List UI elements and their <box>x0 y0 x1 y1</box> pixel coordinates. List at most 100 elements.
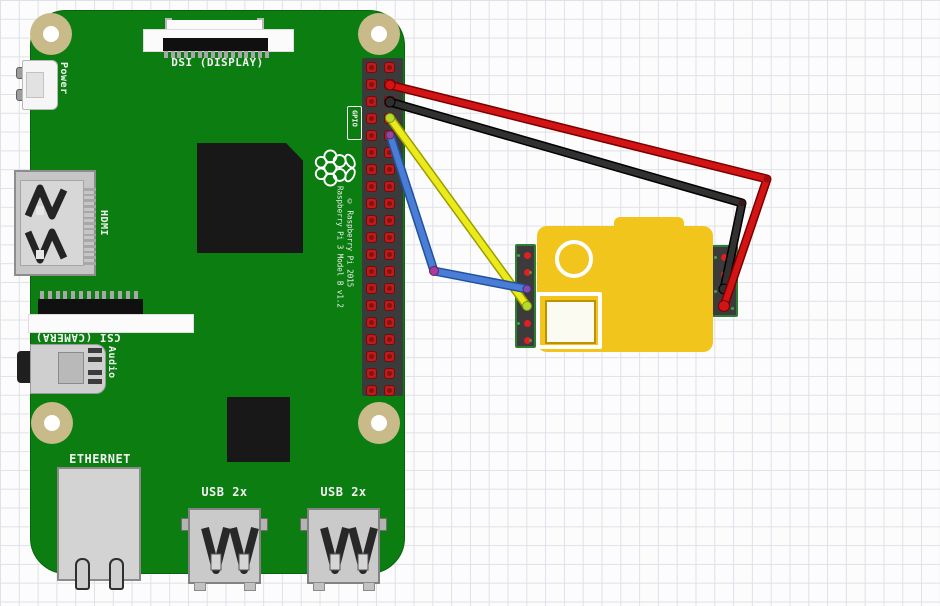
gpio-pin[interactable] <box>366 351 377 362</box>
dsi-pin <box>217 51 222 58</box>
yellow-wire[interactable] <box>385 113 532 311</box>
lan-chip <box>227 397 290 462</box>
gpio-pin[interactable] <box>366 283 377 294</box>
yellow-wire-end[interactable] <box>522 301 532 311</box>
dsi-pin-comb <box>164 51 270 58</box>
gpio-pin[interactable] <box>384 62 395 73</box>
hdmi-pin <box>84 216 96 219</box>
gpio-header[interactable] <box>362 58 403 396</box>
csi-connector-slot <box>38 299 143 316</box>
gpio-pin[interactable] <box>384 300 395 311</box>
hdmi-pin <box>84 227 96 231</box>
audio-jack-tick <box>88 370 102 375</box>
dsi-pin <box>251 51 256 58</box>
gpio-pin[interactable] <box>366 215 377 226</box>
red-wire-bend[interactable] <box>763 175 771 183</box>
gpio-pin[interactable] <box>366 147 377 158</box>
hdmi-contact-row <box>24 184 68 220</box>
gpio-pin[interactable] <box>384 385 395 396</box>
module-left-header[interactable] <box>515 244 536 348</box>
csi-pin <box>94 291 99 299</box>
module-circle-mark <box>555 240 593 278</box>
gpio-pin[interactable] <box>384 317 395 328</box>
module-pin[interactable] <box>523 336 531 344</box>
dsi-pin <box>204 51 209 58</box>
gpio-pin[interactable] <box>366 385 377 396</box>
pcb-dot <box>529 339 532 342</box>
gpio-pin[interactable] <box>384 164 395 175</box>
module-pin[interactable] <box>523 251 531 259</box>
gpio-pin[interactable] <box>384 198 395 209</box>
blue-wire-bend[interactable] <box>429 266 439 276</box>
red-wire-end[interactable] <box>718 300 730 312</box>
mounting-hole-center <box>44 415 60 431</box>
csi-pin <box>102 291 107 299</box>
gpio-pin[interactable] <box>366 317 377 328</box>
usb-foot <box>313 582 325 591</box>
gpio-pin[interactable] <box>366 300 377 311</box>
blue-wire-end[interactable] <box>522 284 532 294</box>
raspberry-pi-logo <box>314 149 356 187</box>
gpio-pin[interactable] <box>366 164 377 175</box>
red-wire[interactable] <box>384 79 772 312</box>
dsi-pin <box>197 51 202 58</box>
gpio-pin[interactable] <box>366 266 377 277</box>
hdmi-pin <box>84 233 96 237</box>
gpio-pin[interactable] <box>384 181 395 192</box>
black-wire-end[interactable] <box>384 96 396 108</box>
module-pin[interactable] <box>523 268 531 276</box>
csi-pin <box>55 291 60 299</box>
module-pin[interactable] <box>720 253 728 261</box>
red-wire-end[interactable] <box>384 79 396 91</box>
dsi-pin <box>177 51 182 58</box>
gpio-pin[interactable] <box>384 266 395 277</box>
gpio-pin[interactable] <box>384 368 395 379</box>
csi-pin <box>47 291 52 299</box>
gpio-pin[interactable] <box>366 96 377 107</box>
audio-jack-barrel <box>17 351 32 383</box>
gpio-pin[interactable] <box>366 249 377 260</box>
gpio-pin[interactable] <box>366 334 377 345</box>
usb-foot <box>194 582 206 591</box>
gpio-pin[interactable] <box>366 368 377 379</box>
hdmi-pin <box>84 256 96 259</box>
pcb-dot <box>714 290 717 293</box>
gpio-pin[interactable] <box>384 351 395 362</box>
hdmi-port-inner <box>20 180 84 266</box>
gpio-pin[interactable] <box>366 79 377 90</box>
gpio-pin[interactable] <box>384 232 395 243</box>
audio-jack-detail <box>58 352 84 384</box>
audio-jack-tick <box>88 348 102 353</box>
gpio-pin[interactable] <box>366 113 377 124</box>
dsi-pin <box>224 51 229 58</box>
gpio-pin[interactable] <box>366 198 377 209</box>
gpio-pin[interactable] <box>384 249 395 260</box>
blue-wire-end[interactable] <box>385 130 395 140</box>
csi-pin <box>133 291 138 299</box>
hdmi-pin <box>84 193 96 197</box>
black-wire[interactable] <box>384 96 747 295</box>
blue-wire[interactable] <box>385 130 532 294</box>
module-pin[interactable] <box>523 319 531 327</box>
usb-contact-pad <box>329 553 341 571</box>
usb-right-label: USB 2x <box>320 485 367 499</box>
yellow-wire-end[interactable] <box>385 113 395 123</box>
usb-foot <box>363 582 375 591</box>
dsi-pin <box>170 51 175 58</box>
black-wire-bend[interactable] <box>738 199 746 207</box>
usb-contact-pad <box>210 553 222 571</box>
gpio-pin[interactable] <box>366 130 377 141</box>
board-model-label: Raspberry Pi 3 Model B v1.2 <box>335 186 345 308</box>
gpio-pin[interactable] <box>366 232 377 243</box>
gpio-pin[interactable] <box>384 283 395 294</box>
gpio-pin[interactable] <box>384 215 395 226</box>
ethernet-port <box>57 467 141 581</box>
gpio-pin[interactable] <box>366 62 377 73</box>
csi-pin <box>110 291 115 299</box>
audio-jack-tick <box>88 379 102 384</box>
gpio-pin[interactable] <box>384 334 395 345</box>
gpio-pin[interactable] <box>366 181 377 192</box>
usb-contact-pad <box>357 553 369 571</box>
